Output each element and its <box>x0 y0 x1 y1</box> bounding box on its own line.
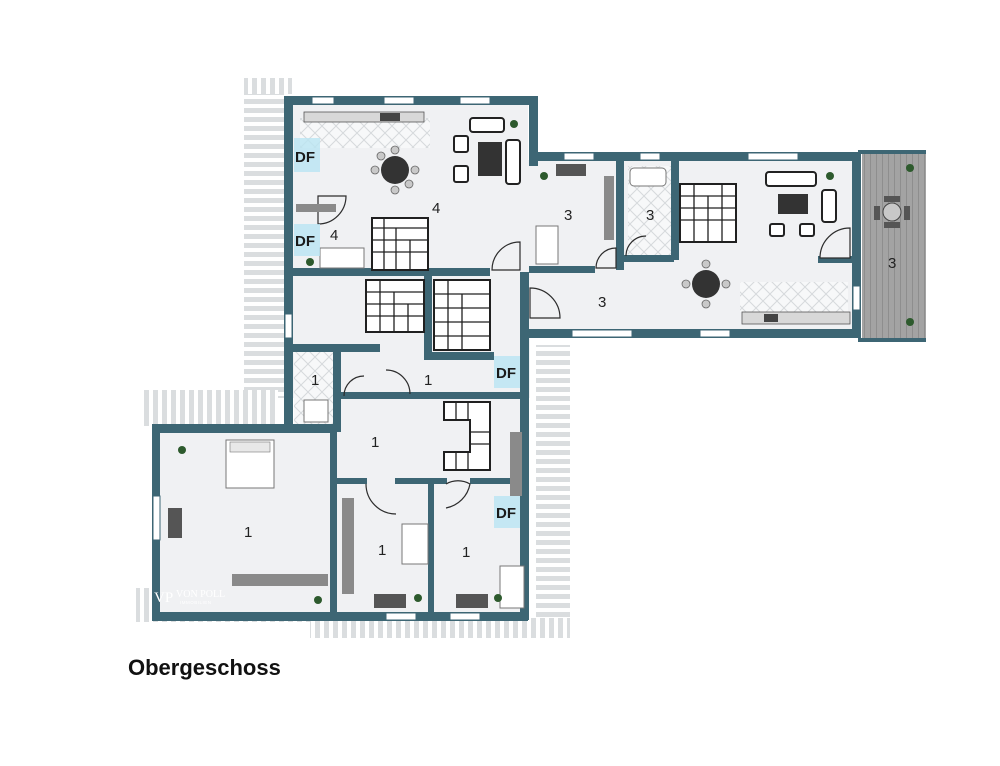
windows <box>152 96 861 621</box>
room-label-terrace: 3 <box>888 255 896 272</box>
room-label-upper-left-living: 4 <box>432 200 440 217</box>
desk-child-right <box>456 594 488 608</box>
room-label-master-bedroom: 1 <box>244 524 252 541</box>
railing-right-lower <box>536 345 570 637</box>
skylight-upper-left-top <box>294 138 320 172</box>
room-label-small-room: 4 <box>330 227 338 244</box>
logo-subtitle: IMMOBILIEN <box>180 600 212 605</box>
plants <box>178 120 914 604</box>
skylight-hall <box>494 356 520 388</box>
kitchen-tiles-right <box>740 282 848 312</box>
skylight-label: DF <box>496 505 516 522</box>
furniture <box>168 111 914 609</box>
room-label-right-living: 3 <box>598 294 606 311</box>
room-label-hall-upper: 1 <box>424 372 432 389</box>
von-poll-logo: VP VON POLL IMMOBILIEN <box>154 589 225 606</box>
bathtub-left <box>303 399 329 423</box>
desk-right-bedroom <box>556 164 586 176</box>
bathtub-right <box>629 167 667 187</box>
skylight-upper-left-bottom <box>294 224 320 256</box>
bed-right-bedroom <box>535 225 559 265</box>
room-label-child-right: 1 <box>462 544 470 561</box>
room-label-child-left: 1 <box>378 542 386 559</box>
staircases <box>365 183 737 471</box>
room-label-hall-center: 1 <box>371 434 379 451</box>
railing-left-wing <box>244 78 284 398</box>
skylight-label: DF <box>295 149 315 166</box>
master-desk <box>168 508 182 538</box>
room-label-right-bedroom: 3 <box>564 207 572 224</box>
dining-table-left <box>381 156 409 184</box>
railing-bottom-strip <box>310 618 570 638</box>
railing-bedroom-top <box>140 390 278 426</box>
room-label-bath-left: 1 <box>311 372 319 389</box>
bed-small-room <box>319 247 365 269</box>
doors <box>317 195 851 515</box>
bed-child-left <box>401 523 429 565</box>
sofa-left <box>469 117 505 133</box>
skylight-label: DF <box>295 233 315 250</box>
master-wardrobe <box>232 574 328 586</box>
dining-table-right <box>692 270 720 298</box>
stair-upper-left <box>371 217 429 271</box>
floor-label: Obergeschoss <box>128 655 281 680</box>
skylights: DF DF DF DF <box>294 138 520 528</box>
wardrobe-child-right <box>510 432 522 496</box>
railing-top-strip <box>244 78 292 94</box>
kitchen-counter-right <box>741 311 851 325</box>
wardrobe-small-room <box>296 204 336 212</box>
room-label-right-bath: 3 <box>646 207 654 224</box>
kitchen-tiles-top <box>300 118 430 148</box>
room-labels: 4 4 3 3 3 3 1 1 1 1 1 1 <box>244 200 896 561</box>
stair-hall-left <box>365 279 425 333</box>
terrace-table <box>882 202 902 222</box>
skylight-right-child-room <box>494 496 520 528</box>
logo-monogram: VP <box>154 590 173 606</box>
kitchen-counter-top <box>303 111 425 123</box>
sofa-right <box>765 171 817 187</box>
bed-child-right <box>499 565 525 609</box>
wardrobe-child-left <box>342 498 354 594</box>
skylight-label: DF <box>496 365 516 382</box>
terrace-deck <box>862 153 926 341</box>
desk-child-left <box>374 594 406 608</box>
logo-name: VON POLL <box>176 589 225 600</box>
